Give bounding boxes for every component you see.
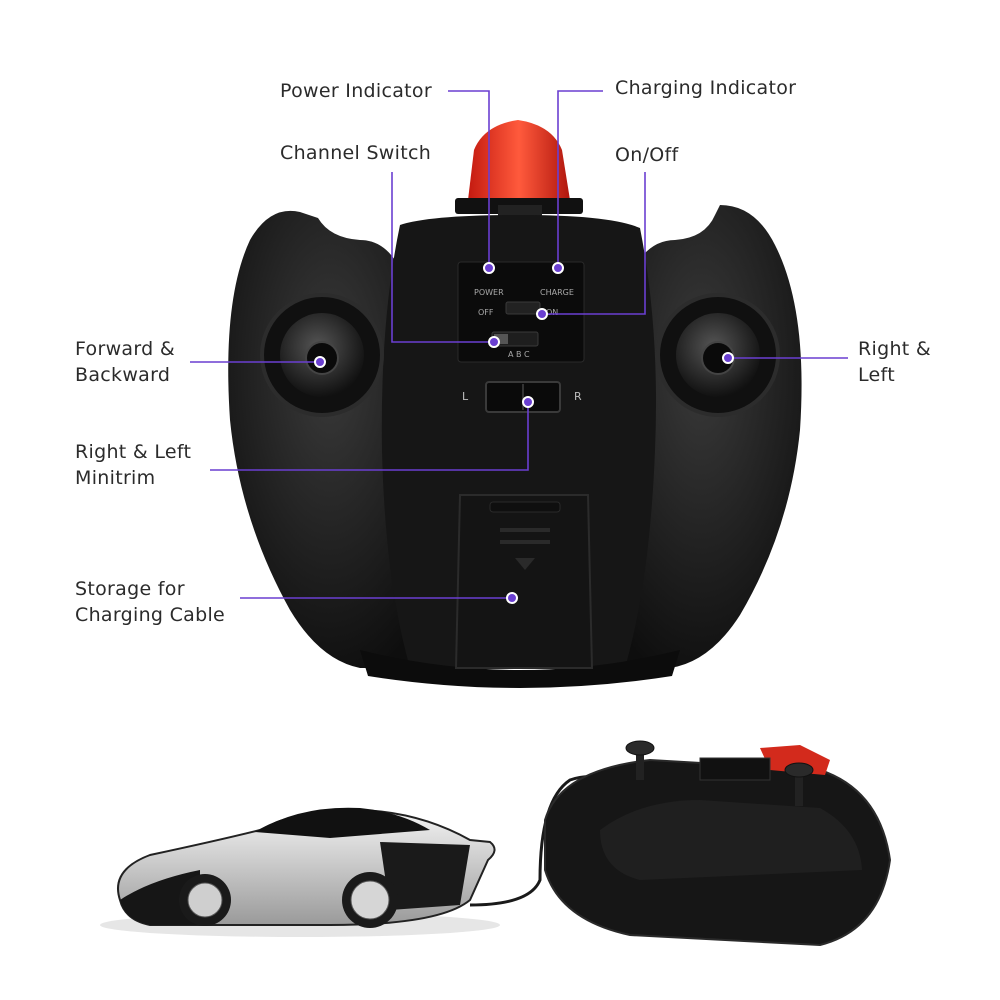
channel-markings: A B C — [508, 350, 530, 359]
side-view-joystick-right — [784, 762, 814, 806]
charge-marking: CHARGE — [540, 288, 574, 297]
off-marking: OFF — [478, 308, 494, 317]
power-marking: POWER — [474, 288, 504, 297]
label-storage: Storage for Charging Cable — [75, 578, 226, 626]
label-power-indicator: Power Indicator — [280, 80, 432, 102]
right-joystick[interactable] — [656, 293, 780, 417]
trim-right-marking: R — [574, 390, 582, 403]
label-channel-switch: Channel Switch — [280, 142, 432, 164]
callout-dots — [314, 262, 734, 604]
label-on-off: On/Off — [615, 144, 679, 166]
on-marking: ON — [546, 308, 558, 317]
side-view-joystick-left — [625, 740, 655, 780]
trim-left-marking: L — [462, 390, 469, 403]
rc-car — [100, 807, 500, 937]
label-minitrim: Right & Left Minitrim — [75, 441, 192, 489]
label-forward-backward: Forward & Backward — [75, 338, 175, 386]
remote-controller: POWER CHARGE OFF ON A B C L R — [228, 120, 802, 688]
left-joystick[interactable] — [260, 293, 384, 417]
label-charging-indicator: Charging Indicator — [615, 77, 797, 99]
on-off-switch[interactable] — [505, 301, 541, 315]
label-right-left: Right & Left — [858, 338, 931, 386]
storage-compartment[interactable] — [454, 494, 594, 669]
remote-controller-side-view — [544, 740, 892, 947]
antenna — [468, 120, 570, 200]
callout-lines — [190, 90, 848, 599]
